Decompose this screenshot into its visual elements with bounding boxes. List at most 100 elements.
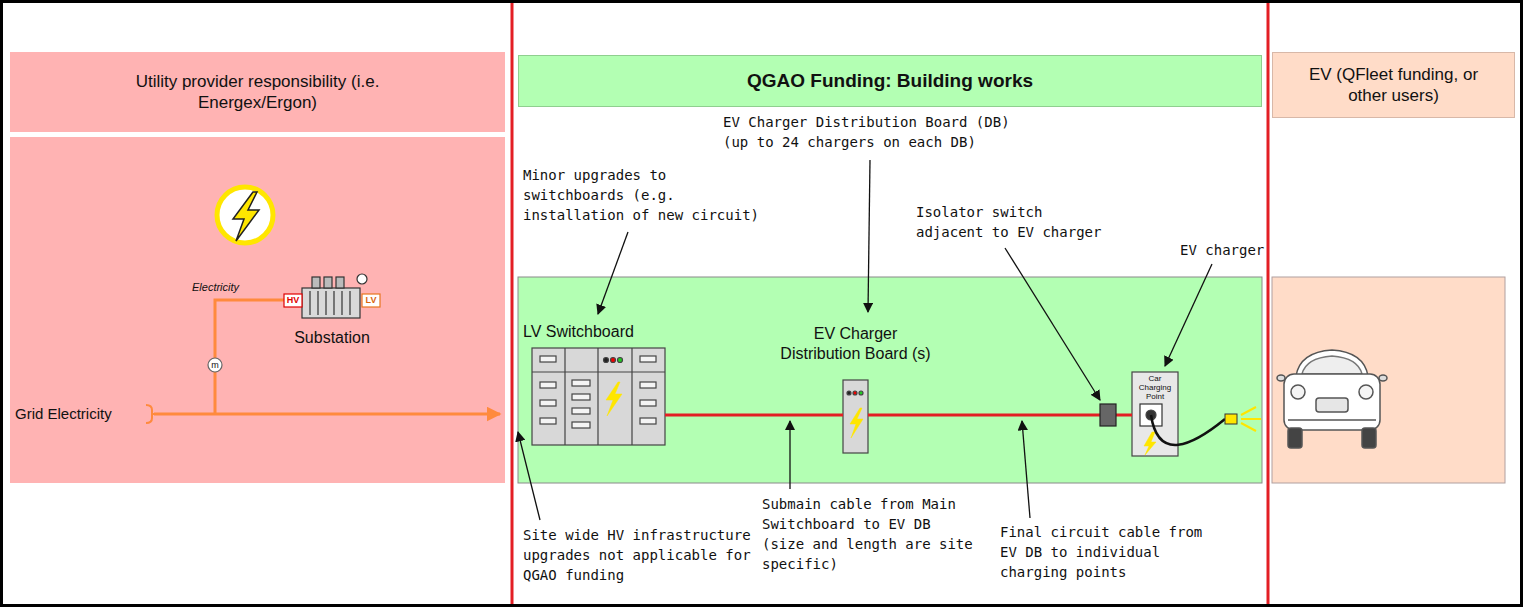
transformer-symbol: [325, 291, 326, 315]
switchboard-symbol: [631, 348, 632, 445]
switchboard-symbol: [564, 348, 565, 445]
distribution-board-symbol: [847, 391, 851, 395]
column-header: EV (QFleet funding, or other users): [1272, 52, 1515, 118]
column-header: Utility provider responsibility (i.e. En…: [10, 52, 505, 132]
switchboard-symbol: [604, 358, 609, 363]
boundary-line: [512, 0, 1268, 607]
grid-wire: [154, 413, 500, 416]
transformer-symbol: [362, 294, 380, 307]
switchboard-symbol: [606, 382, 622, 416]
transformer-symbol: [341, 291, 342, 315]
switchboard-symbol: [540, 356, 656, 428]
transformer-symbol: [302, 288, 360, 318]
transformer-symbol: [336, 277, 344, 288]
leader-arrow: [1005, 248, 1100, 400]
wire-label: Electricity: [192, 281, 256, 294]
spark-lines: [1241, 418, 1261, 420]
column-header: QGAO Funding: Building works: [518, 55, 1262, 107]
leader-arrow: [868, 160, 870, 312]
header-text: QGAO Funding: Building works: [747, 69, 1033, 93]
substation-icon: Substation: [280, 272, 384, 348]
switchboard-symbol: [540, 418, 556, 424]
switchboard-symbol: [540, 382, 556, 388]
lightning-icon: [217, 187, 273, 243]
switchboard-symbol: [532, 348, 665, 445]
switchboard-symbol: [572, 422, 590, 428]
distribution-board-symbol: [843, 380, 868, 453]
leader-arrow: [1165, 264, 1212, 366]
spark-lines: [1241, 407, 1261, 431]
switchboard-symbol: [640, 382, 656, 388]
car-illustration: [1277, 350, 1387, 448]
boundary-line: [511, 0, 514, 607]
switchboard-symbol: [572, 380, 590, 386]
building-works-band: [518, 277, 1262, 483]
callout-note: Isolator switch adjacent to EV charger: [916, 202, 1110, 242]
switchboard-symbol: [640, 400, 656, 406]
car-illustration: [1316, 398, 1348, 412]
lightning-icon: [217, 187, 273, 243]
callout-note: Final circuit cable from EV DB to indivi…: [1000, 522, 1210, 582]
spark-lines: [1241, 423, 1256, 431]
switchboard-symbol: [532, 371, 665, 372]
switchboard: LV Switchboard: [532, 348, 665, 445]
switchboard-symbol: [540, 400, 556, 406]
car-illustration: [1288, 428, 1302, 448]
car-illustration: [1362, 428, 1376, 448]
leader-arrow: [518, 160, 1212, 520]
transformer-symbol: [309, 291, 310, 315]
boundary-line: [1267, 0, 1270, 607]
node-label: Substation: [280, 328, 384, 348]
car-illustration: [1288, 419, 1376, 421]
lightning-icon: [233, 192, 259, 241]
meter-symbol: [208, 358, 222, 372]
transformer-symbol: [312, 277, 320, 288]
charger-symbol: [1144, 432, 1156, 455]
switchboard-symbol: [572, 394, 590, 400]
distribution-board-symbol: [843, 380, 868, 453]
distribution-board-symbol: [853, 391, 857, 395]
ev-band: [1272, 277, 1505, 483]
node-label: Car Charging Point: [1132, 372, 1178, 401]
switchboard-symbol: [597, 348, 598, 445]
callout-note: Submain cable from Main Switchboard to E…: [762, 494, 977, 574]
callout-note: EV Charger Distribution Board (DB) (up t…: [723, 112, 1018, 152]
cable-connector: [665, 414, 843, 417]
callout-note: EV charger: [1180, 240, 1268, 260]
callout-note: Site wide HV infrastructure upgrades not…: [523, 525, 755, 585]
car-illustration: [1291, 385, 1305, 399]
car-illustration: [1284, 374, 1380, 430]
distribution-board-symbol: [859, 391, 863, 395]
utility-band: [10, 137, 505, 483]
node-label: EV Charger Distribution Board (s): [776, 324, 936, 364]
terminal-label: LV: [362, 294, 380, 307]
leader-arrow: [518, 432, 540, 520]
grid-wire: [146, 405, 157, 423]
distribution-board-symbol: [850, 408, 863, 438]
car-illustration: [1379, 375, 1387, 381]
car-illustration: [1302, 356, 1362, 374]
car-illustration: [1277, 375, 1285, 381]
switchboard-symbol: [540, 356, 556, 362]
charging-point: Car Charging Point: [1132, 372, 1178, 456]
distribution-board: EV Charger Distribution Board (s): [843, 380, 868, 453]
switchboard-symbol: [640, 418, 656, 424]
switchboard-symbol: [572, 408, 590, 414]
meter-label: m: [208, 358, 222, 372]
transformer-symbol: [333, 291, 334, 315]
transformer-symbol: [349, 291, 350, 315]
transformer-symbol: [317, 291, 318, 315]
switchboard-symbol: [640, 356, 656, 362]
switchboard-symbol: [618, 358, 623, 363]
region-bands: [10, 137, 1505, 483]
terminal-label: HV: [284, 294, 302, 307]
car-illustration: [1359, 385, 1373, 399]
leader-arrow: [598, 232, 628, 314]
charging-cable: [1151, 415, 1225, 445]
node-label: LV Switchboard: [523, 322, 634, 342]
isolator-switch: [1100, 404, 1116, 426]
callout-note: Minor upgrades to switchboards (e.g. ins…: [523, 165, 768, 225]
header-text: Utility provider responsibility (i.e. En…: [135, 71, 380, 113]
